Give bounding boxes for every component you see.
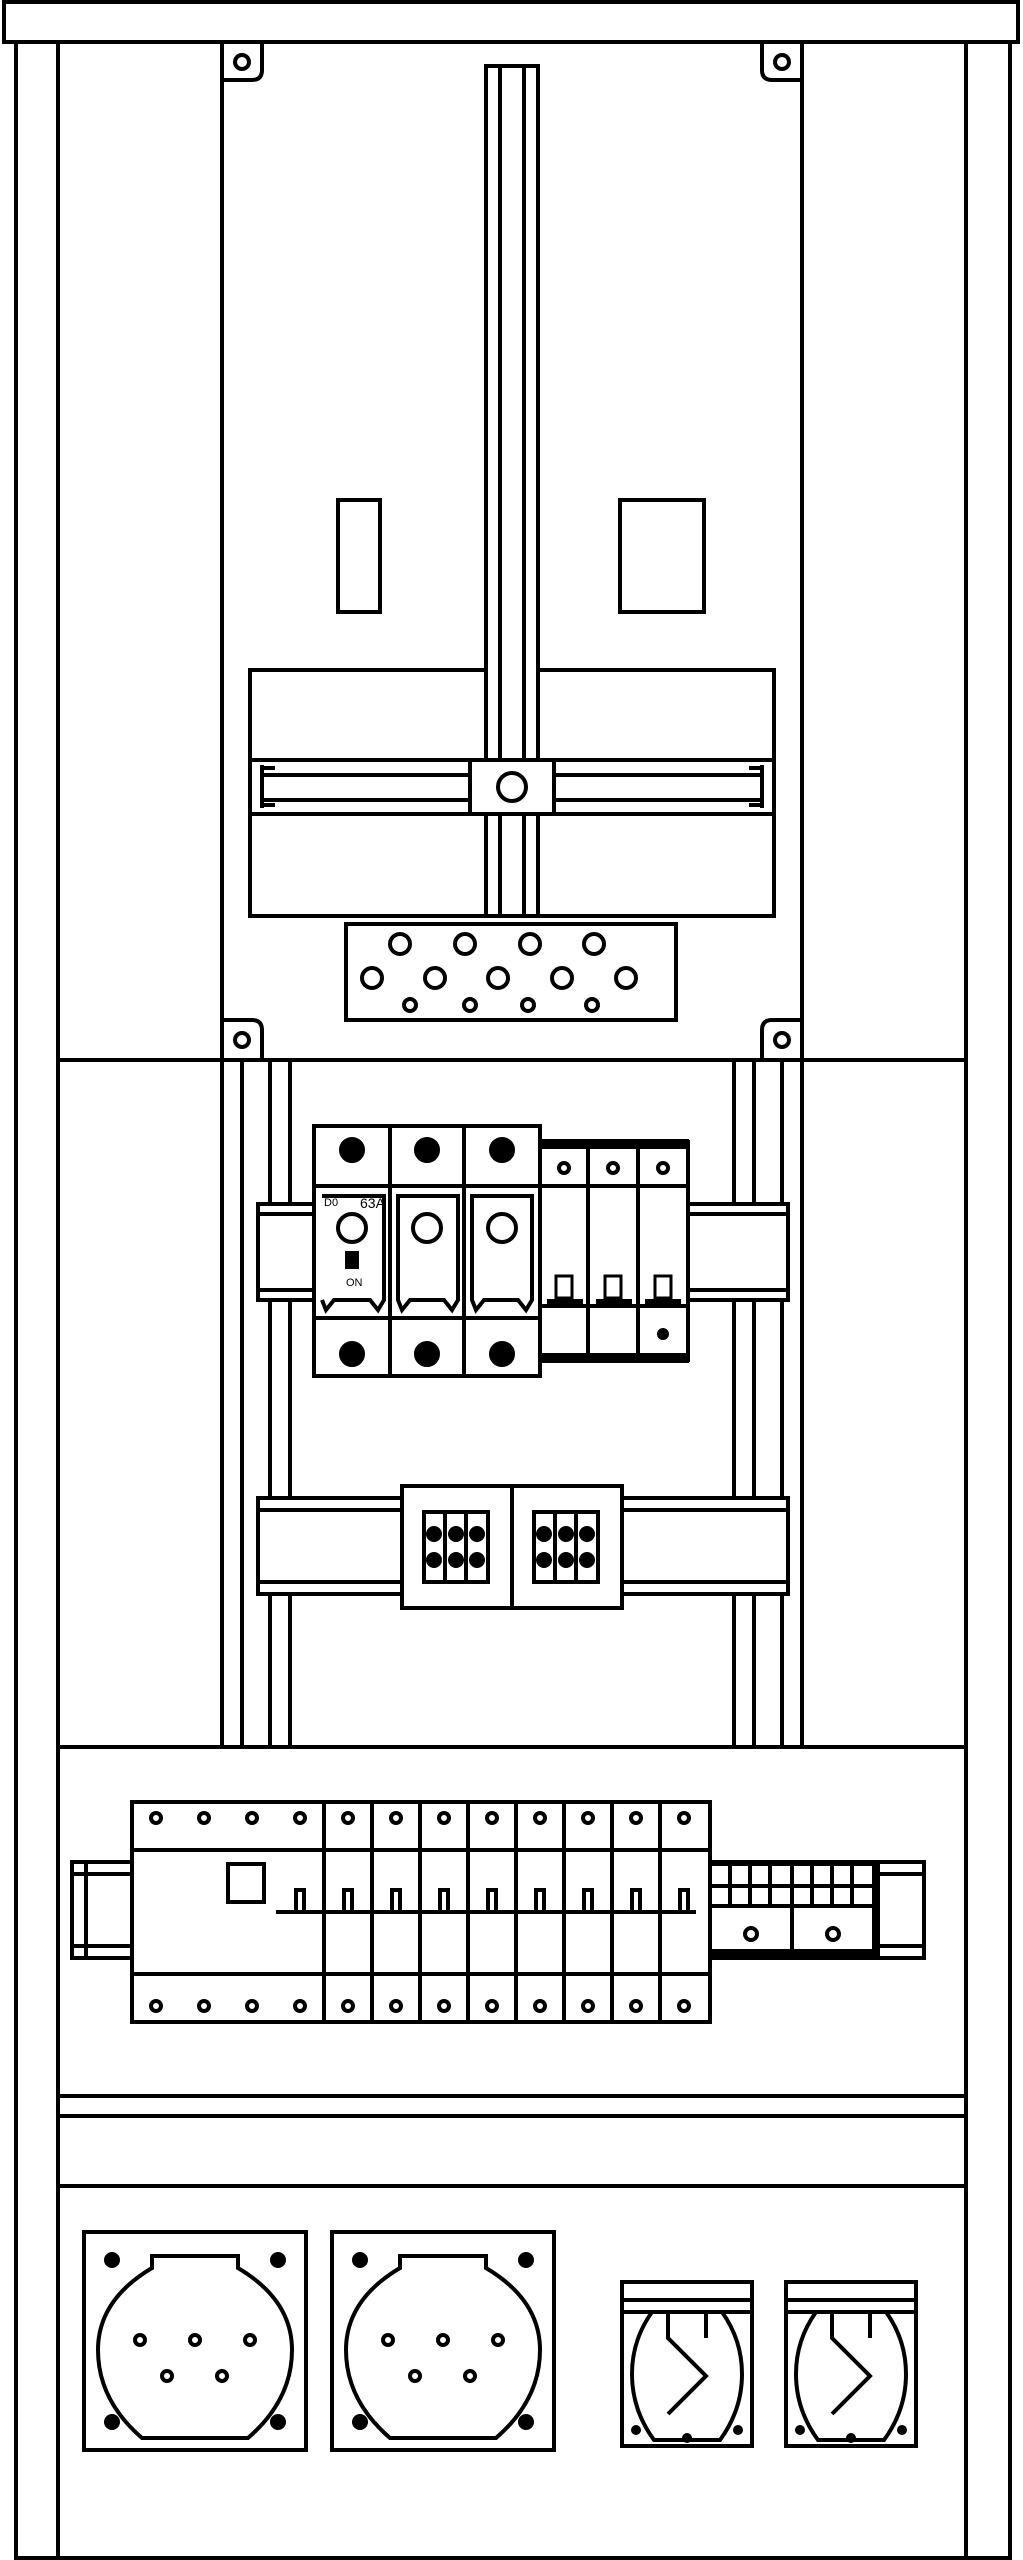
rail-clamp: [468, 758, 556, 816]
meter-window-left: [336, 498, 382, 614]
feed-through-terminals: [708, 1862, 876, 1956]
breaker-toggles: [294, 1888, 690, 1914]
mounting-lug-bottom-left: [220, 1018, 264, 1062]
breaker-section: [70, 1800, 926, 2024]
mounting-lug-bottom-right: [760, 1018, 804, 1062]
rcd-and-mcb-row: [130, 1800, 712, 2024]
rail-clamp-screw: [496, 771, 528, 803]
socket-outlet-small-1: [620, 2280, 754, 2448]
mounting-lug-top-right: [760, 40, 804, 82]
pe-n-terminal-blocks: [400, 1484, 624, 1610]
surge-protector-modules: [538, 1139, 690, 1363]
socket-outlet-small-2: [784, 2280, 918, 2448]
breaker-screws: [149, 1811, 691, 2013]
meter-terminal-block: [344, 922, 678, 1022]
socket-outlet-large-1: [82, 2230, 308, 2452]
meter-window-right: [618, 498, 706, 614]
socket-outlet-large-2: [330, 2230, 556, 2452]
fuse-label: D0: [324, 1197, 338, 1209]
rcd-test-button: [226, 1862, 266, 1904]
main-fuse-section: D0 63A ON: [220, 1058, 804, 1749]
meter-panel: [220, 40, 804, 1062]
state-label: ON: [346, 1277, 363, 1289]
rating-label: 63A: [360, 1195, 386, 1211]
fuse-base-3pole: D0 63A ON: [312, 1124, 542, 1378]
mounting-lug-top-left: [220, 40, 264, 82]
